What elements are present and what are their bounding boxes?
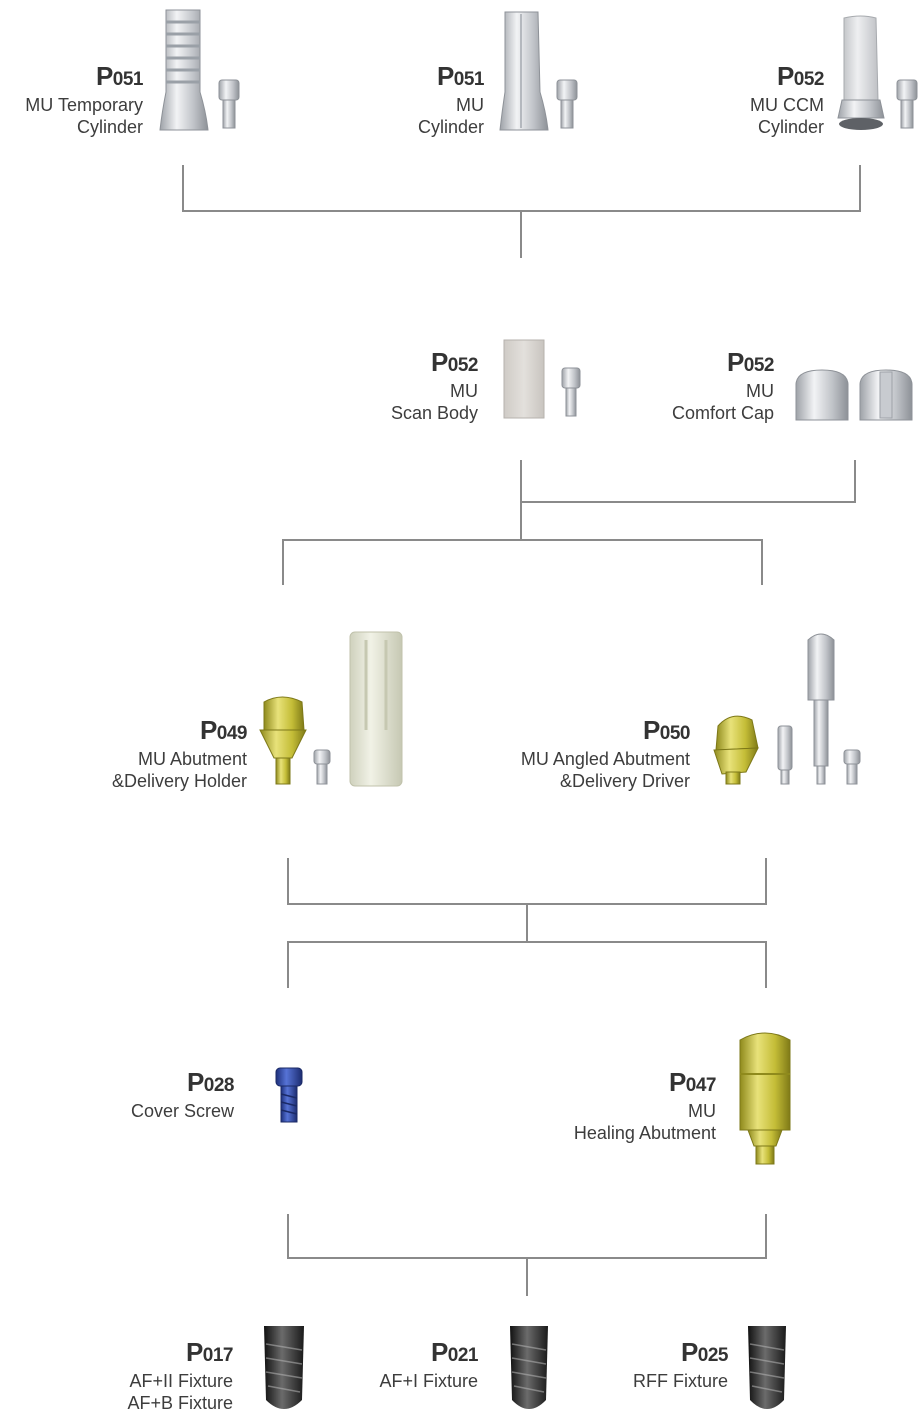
cover-screw-icon [275, 1067, 303, 1123]
label-line: MU Temporary [25, 95, 143, 115]
screw-icon [556, 79, 578, 129]
screw-icon [896, 79, 918, 129]
label-line: AF+I Fixture [379, 1371, 478, 1391]
part-code: P021 [430, 1337, 479, 1367]
label-line: MU [450, 381, 478, 401]
part-code: P051 [436, 61, 485, 91]
screw-icon [313, 749, 331, 785]
label-comfort-cap: P052 MU Comfort Cap [671, 347, 775, 424]
label-line: Comfort Cap [671, 403, 774, 423]
label-line: Cylinder [76, 117, 143, 137]
connector-healing-top [287, 941, 767, 988]
part-code: P052 [726, 347, 775, 377]
fixture-icon [510, 1326, 548, 1409]
label-line: MU [456, 95, 484, 115]
label-line: Cylinder [417, 117, 484, 137]
label-line: MU Abutment [137, 749, 247, 769]
part-code: P025 [680, 1337, 729, 1367]
screw-icon [843, 749, 861, 785]
label-line: AF+II Fixture [129, 1371, 233, 1391]
label-line: MU [688, 1101, 716, 1121]
part-code: P052 [430, 347, 479, 377]
connector-lines [182, 165, 861, 1296]
screw-icon [777, 725, 793, 785]
label-line: Healing Abutment [573, 1123, 716, 1143]
part-code: P049 [199, 715, 248, 745]
ccm-cylinder-icon [837, 15, 885, 130]
part-code: P017 [185, 1337, 234, 1367]
label-line: MU CCM [750, 95, 824, 115]
angled-abutment-icon [713, 715, 759, 785]
comfort-cap-icon [795, 369, 913, 421]
label-angled-abutment: P050 MU Angled Abutment &Delivery Driver [520, 715, 691, 792]
label-af-fixture: P017 AF+II Fixture AF+B Fixture [127, 1338, 233, 1414]
part-code: P028 [186, 1067, 235, 1097]
fixture-icon [264, 1326, 304, 1409]
label-line: AF+B Fixture [127, 1393, 233, 1413]
part-code: P050 [642, 715, 691, 745]
label-cover-screw: P028 Cover Screw [130, 1067, 235, 1122]
screw-icon [218, 79, 240, 129]
label-line: &Delivery Holder [111, 771, 247, 791]
delivery-driver-icon [807, 633, 835, 785]
label-temporary-cylinder: P051 MU Temporary Cylinder [25, 62, 143, 138]
screw-icon [561, 367, 581, 417]
label-scan-body: P052 MU Scan Body [390, 347, 479, 424]
label-line: &Delivery Driver [559, 771, 690, 791]
delivery-holder-icon [349, 631, 403, 787]
part-code: P047 [668, 1067, 717, 1097]
connector-scan-cap [520, 460, 856, 503]
connector-top [182, 165, 861, 212]
abutment-icon [259, 696, 307, 785]
label-ccm-cylinder: P052 MU CCM Cylinder [750, 61, 825, 138]
connector-abutments-bottom [287, 858, 767, 905]
label-mu-abutment: P049 MU Abutment &Delivery Holder [111, 715, 248, 792]
part-code: P051 [95, 61, 144, 91]
label-line: Cylinder [757, 117, 824, 137]
connector-abutments-top [282, 539, 763, 585]
cylinder-icon [499, 11, 549, 131]
label-line: MU [746, 381, 774, 401]
healing-abutment-icon [739, 1032, 791, 1165]
label-afi-fixture: P021 AF+I Fixture [379, 1338, 478, 1392]
connector-fixtures [287, 1214, 767, 1259]
part-code: P052 [776, 61, 825, 91]
label-rff-fixture: P025 RFF Fixture [632, 1337, 729, 1392]
label-healing-abutment: P047 MU Healing Abutment [573, 1067, 717, 1144]
temporary-cylinder-icon [159, 9, 209, 131]
label-line: MU Angled Abutment [520, 749, 690, 769]
scan-body-icon [503, 339, 545, 419]
fixture-icon [748, 1326, 786, 1409]
label-line: RFF Fixture [632, 1371, 728, 1391]
label-line: Cover Screw [130, 1101, 234, 1121]
label-line: Scan Body [390, 403, 478, 423]
label-mu-cylinder: P051 MU Cylinder [417, 61, 485, 138]
